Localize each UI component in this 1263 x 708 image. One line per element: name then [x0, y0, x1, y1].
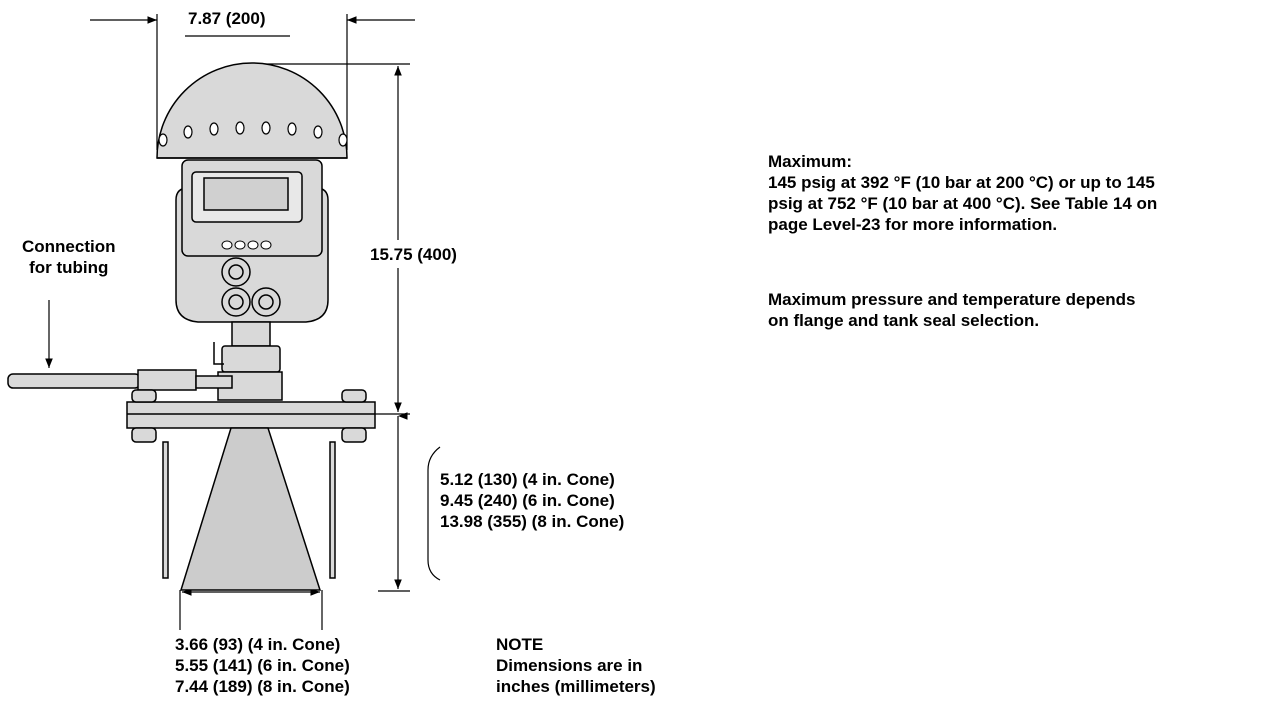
cone-diameter-4in: 3.66 (93) (4 in. Cone): [175, 635, 341, 654]
cone-length-labels: 5.12 (130) (4 in. Cone) 9.45 (240) (6 in…: [440, 469, 624, 532]
note-line-2: inches (millimeters): [496, 677, 656, 696]
maximum-rating-note: Maximum: 145 psig at 392 °F (10 bar at 2…: [768, 151, 1157, 235]
flange: [126, 401, 376, 429]
radar-transmitter: [7, 62, 376, 591]
maximum-title: Maximum:: [768, 152, 853, 171]
cone-diameter-8in: 7.44 (189) (8 in. Cone): [175, 677, 350, 696]
neck: [231, 321, 271, 347]
note-title: NOTE: [496, 635, 544, 654]
pressure-line-1: Maximum pressure and temperature depends: [768, 290, 1136, 309]
cone-length-8in: 13.98 (355) (8 in. Cone): [440, 512, 625, 531]
support-rod-left: [162, 441, 169, 579]
dome-housing: [156, 62, 348, 159]
units-note: NOTE Dimensions are in inches (millimete…: [496, 634, 656, 697]
connection-line-2: for tubing: [29, 258, 109, 277]
cone-diameter-labels: 3.66 (93) (4 in. Cone) 5.55 (141) (6 in.…: [175, 634, 350, 697]
antenna-cone: [179, 427, 322, 591]
flange-bolts: [131, 389, 367, 443]
support-rod-right: [329, 441, 336, 579]
dome-vents: [158, 121, 348, 147]
connection-callout: Connection for tubing: [22, 236, 116, 278]
connection-line-1: Connection: [22, 237, 116, 256]
cone-diameter-6in: 5.55 (141) (6 in. Cone): [175, 656, 350, 675]
pressure-line-2: on flange and tank seal selection.: [768, 311, 1040, 330]
cone-length-4in: 5.12 (130) (4 in. Cone): [440, 470, 615, 489]
pressure-dependency-note: Maximum pressure and temperature depends…: [768, 289, 1136, 331]
note-line-1: Dimensions are in: [496, 656, 643, 675]
maximum-line-2: psig at 752 °F (10 bar at 400 °C). See T…: [768, 194, 1158, 213]
lcd-screen: [203, 177, 289, 211]
cone-length-6in: 9.45 (240) (6 in. Cone): [440, 491, 615, 510]
width-dimension-label: 7.87 (200): [188, 9, 266, 28]
dimension-lines: [45, 14, 441, 630]
maximum-line-1: 145 psig at 392 °F (10 bar at 200 °C) or…: [768, 173, 1155, 192]
height-dimension-label: 15.75 (400): [370, 245, 457, 264]
maximum-line-3: page Level-23 for more information.: [768, 215, 1058, 234]
tubing: [7, 373, 141, 389]
cable-glands: [221, 257, 281, 317]
keypad-buttons: [221, 240, 272, 250]
